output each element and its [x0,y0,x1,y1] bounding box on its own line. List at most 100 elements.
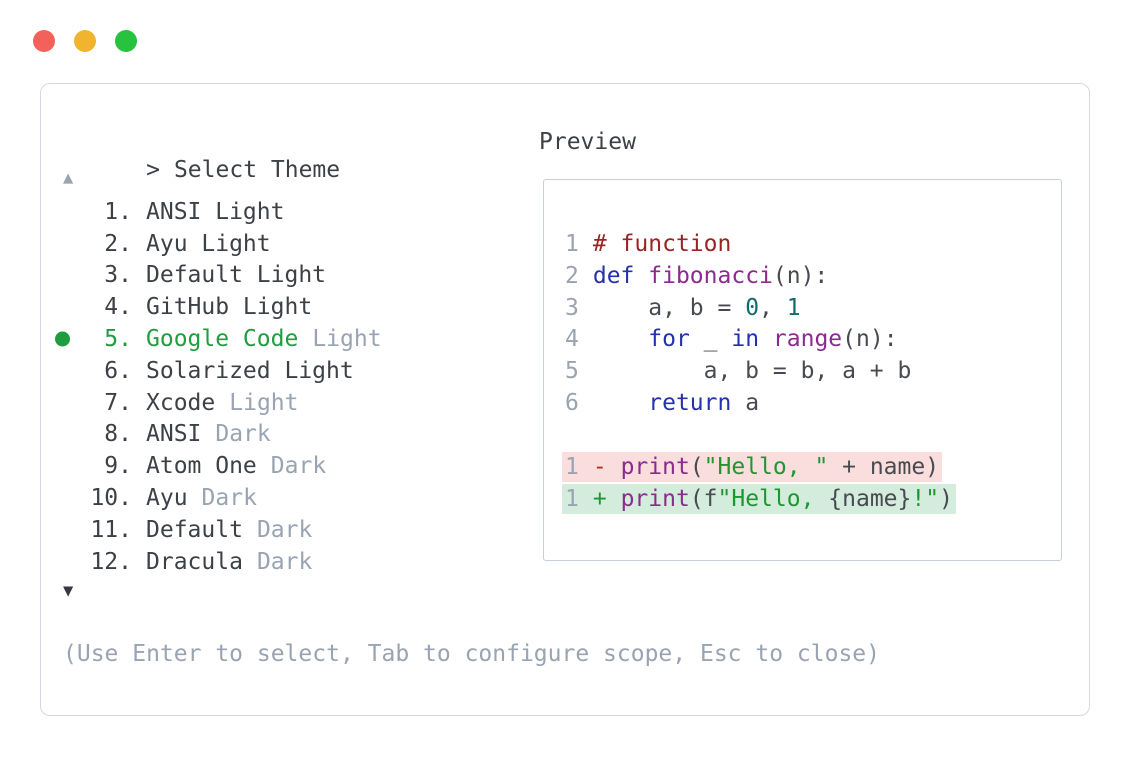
theme-item-5[interactable]: 5. Google Code Light [55,323,1069,355]
theme-item-9[interactable]: 9. Atom One Dark [63,450,1069,482]
code-token [759,326,773,352]
code-token: (n): [842,326,898,353]
preview-title: Preview [539,129,636,155]
theme-name: GitHub Light [146,294,313,321]
line-number: 1 [565,485,579,512]
code-token: (f [689,485,718,512]
diff-added-line: 1 + print(f"Hello, {name}!") [562,483,956,515]
code-line: 6 return a [565,388,956,420]
theme-item-11[interactable]: 11. Default Dark [63,514,1069,546]
line-number: 1 [565,454,579,481]
code-line: 3 a, b = 0, 1 [565,293,956,325]
code-token: def [592,262,635,289]
line-number: 5 [565,358,579,385]
code-token: {name} [828,485,912,512]
code-token: for [648,326,690,353]
scroll-up-icon[interactable]: ▲ [63,168,74,188]
code-token: a [731,389,760,416]
code-token: range [772,326,843,353]
code-token: print [620,454,690,481]
theme-name: Default [146,516,243,543]
theme-number: 4. [104,294,132,321]
theme-name: ANSI [146,421,202,448]
code-token: ( [689,454,704,481]
code-token: - [592,454,621,481]
theme-item-7[interactable]: 7. Xcode Light [63,387,1069,419]
code-token: + [592,485,621,512]
theme-name: Google Code [146,326,299,353]
code-token: _ [689,326,732,353]
theme-name: Xcode [146,389,216,416]
theme-item-1[interactable]: 1. ANSI Light [63,196,1069,228]
code-token: print [620,485,690,512]
zoom-button[interactable] [115,30,137,52]
theme-number: 11. [90,516,132,543]
selected-indicator-dot [55,331,70,347]
code-token: fibonacci [648,262,773,289]
theme-item-6[interactable]: 6. Solarized Light [63,355,1069,387]
close-button[interactable] [33,30,55,52]
theme-name: Solarized Light [146,357,354,384]
theme-variant: Dark [270,453,327,480]
theme-name: Ayu [146,485,188,512]
code-token: 1 [786,294,801,321]
theme-variant: Dark [256,516,313,543]
code-token: a, b = b, a + b [592,358,912,385]
code-token: in [731,326,760,353]
code-token: # function [592,231,732,257]
code-token: ) [939,485,953,512]
code-token: "Hello, [717,485,829,512]
theme-number: 3. [104,262,132,289]
theme-variant: Light [229,389,299,416]
keyboard-hint: (Use Enter to select, Tab to configure s… [63,641,880,667]
code-line: 1# function [565,229,956,261]
theme-variant: Dark [201,485,257,512]
theme-name: Default Light [146,262,327,289]
prompt-chevron: > [146,157,160,183]
code-token: "Hello, " [703,454,829,481]
minimize-button[interactable] [74,30,96,52]
theme-number: 7. [104,389,132,416]
dialog-title: Select Theme [173,157,341,183]
theme-name: ANSI Light [146,198,285,225]
window-controls [33,30,137,52]
code-token [593,390,648,416]
line-number: 2 [565,262,579,289]
line-number: 6 [565,389,579,416]
code-line: 2 def fibonacci(n): [565,261,956,293]
theme-number: 10. [90,485,132,512]
theme-item-10[interactable]: 10. Ayu Dark [63,482,1069,514]
code-line: 4 for _ in range(n): [565,324,956,356]
code-token: (n): [772,262,829,289]
code-token: a, b = [592,294,746,321]
code-line: 5 a, b = b, a + b [565,356,956,388]
code-token: 0 [745,294,760,321]
theme-variant: Dark [215,421,271,448]
diff-highlight: 1 + print(f"Hello, {name}!") [562,483,956,514]
theme-item-8[interactable]: 8. ANSI Dark [63,419,1069,451]
line-number: 4 [565,326,579,353]
diff-removed-line: 1- print("Hello, " + name) [562,452,956,484]
diff-block: 1- print("Hello, " + name)1+ print(f"Hel… [562,452,956,516]
code-token: !" [911,485,940,512]
theme-number: 5. [104,326,132,353]
code-token: return [648,389,732,416]
theme-item-3[interactable]: 3. Default Light [63,260,1069,292]
theme-number: 8. [104,421,132,448]
theme-item-4[interactable]: 4. GitHub Light [63,291,1069,323]
theme-item-2[interactable]: 2.Ayu Light [63,228,1069,260]
theme-name: Atom One [146,453,257,480]
code-token [593,326,648,352]
theme-number: 1. [104,198,132,225]
theme-variant: Light [312,326,382,353]
scroll-down-icon[interactable]: ▼ [63,581,74,601]
theme-number: 9. [104,453,132,480]
code-token [634,263,648,289]
theme-number: 6. [104,357,132,384]
